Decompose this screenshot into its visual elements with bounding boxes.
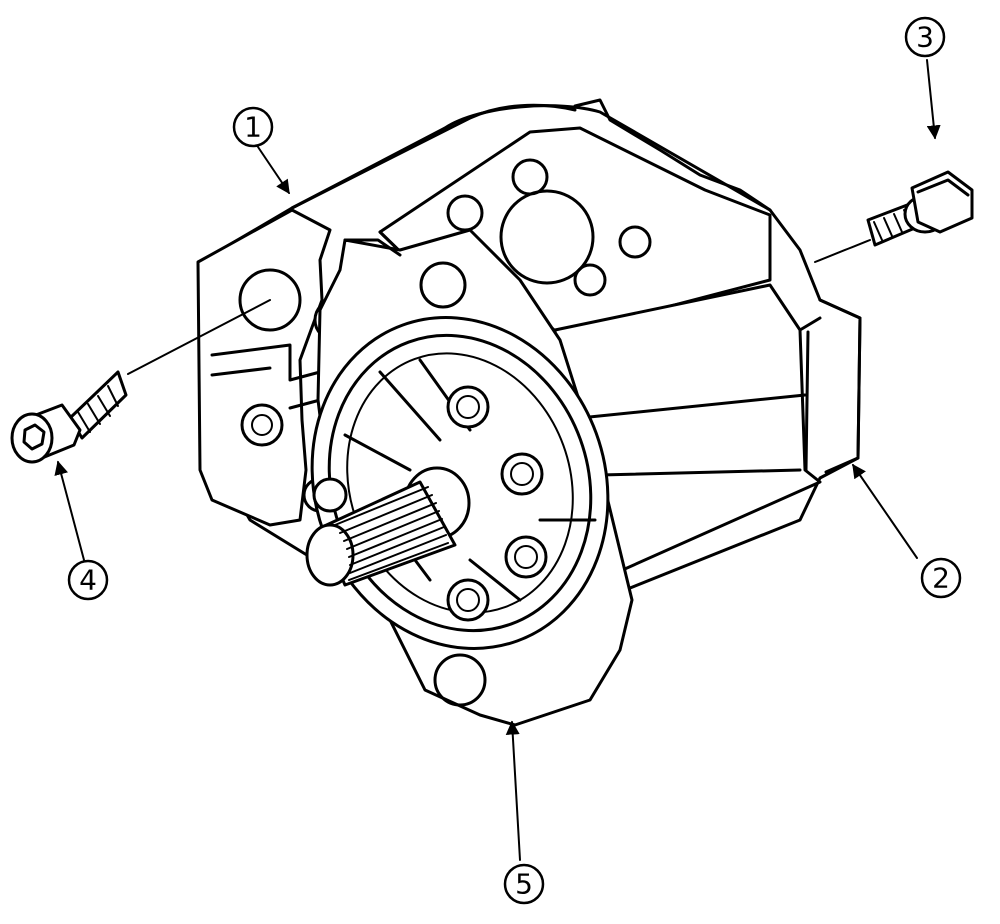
- callout-2: 2: [920, 557, 962, 599]
- port-hole: [573, 263, 607, 297]
- callout-arrows: [54, 59, 941, 861]
- callout-2-label: 2: [932, 562, 950, 595]
- main-port: [499, 189, 595, 285]
- flange-bolt: [814, 170, 974, 263]
- callout-5: 5: [503, 863, 545, 905]
- flange-bolt-hole-top: [419, 261, 467, 309]
- callout-1-arrow: [257, 146, 290, 195]
- flange-bolt-hole-bottom: [433, 653, 487, 707]
- callout-2-arrow: [852, 463, 918, 559]
- rear-socket-screw-bottom: [240, 403, 284, 447]
- callout-3: 3: [904, 16, 946, 58]
- callout-3-label: 3: [916, 21, 934, 54]
- callout-5-arrow: [505, 720, 521, 861]
- callout-4: 4: [67, 559, 109, 601]
- callout-1-label: 1: [244, 111, 262, 144]
- splined-drive-shaft: [305, 466, 471, 587]
- callout-1: 1: [232, 106, 274, 148]
- port-hole: [618, 225, 652, 259]
- callout-4-arrow: [54, 460, 85, 561]
- socket-head-cap-screw: [10, 299, 271, 464]
- callout-3-arrow: [926, 59, 941, 140]
- rear-bolt-hole: [238, 268, 302, 332]
- callout-5-label: 5: [515, 868, 533, 901]
- callout-4-label: 4: [79, 564, 97, 597]
